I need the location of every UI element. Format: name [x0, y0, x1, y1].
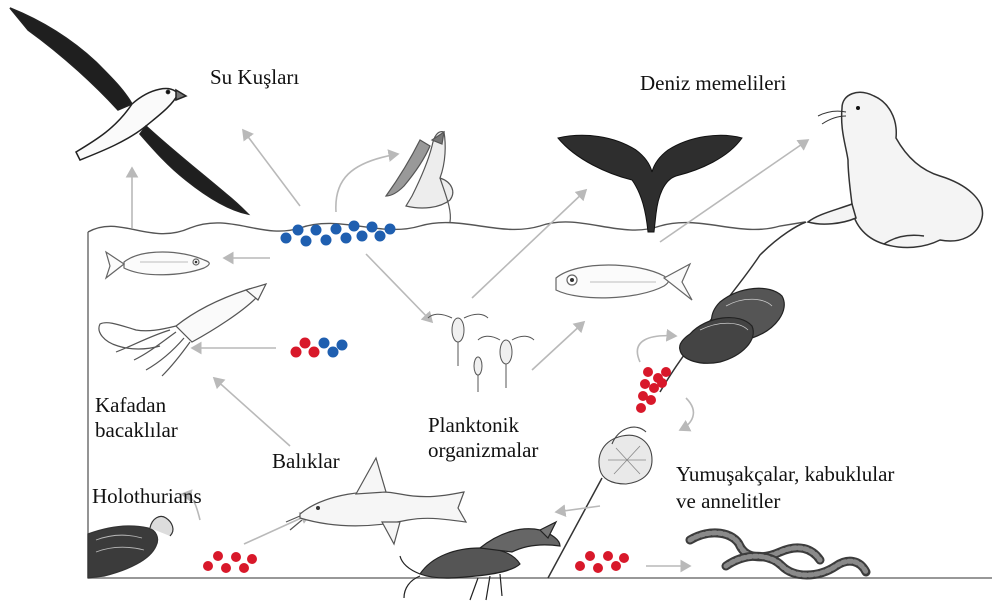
small-fish-icon	[556, 264, 692, 300]
holothurian-icon	[88, 516, 173, 578]
arrow	[243, 130, 300, 206]
label-plankton-line1: Planktonik	[428, 413, 519, 437]
arrow	[336, 154, 398, 212]
arrow	[637, 336, 676, 362]
arrow	[214, 378, 290, 446]
label-holothurians: Holothurians	[92, 484, 202, 508]
squid-icon	[99, 284, 266, 376]
label-plankton-line2: organizmalar	[428, 438, 538, 462]
arrow	[532, 322, 584, 370]
blue-particles	[281, 221, 396, 247]
small-fish-icon	[106, 252, 209, 278]
sea-lion-icon	[808, 92, 983, 247]
copepod-icon	[428, 314, 534, 392]
mussel-icon	[680, 288, 785, 363]
arrow	[680, 398, 693, 430]
label-seabirds: Su Kuşları	[210, 65, 299, 89]
label-cephalopods-line2: bacaklılar	[95, 418, 178, 442]
label-fish: Balıklar	[272, 449, 340, 473]
label-cephalopods-line1: Kafadan	[95, 393, 166, 417]
barnacle-icon	[599, 427, 652, 484]
diagonal-line	[548, 478, 602, 578]
label-marine-mammals: Deniz memelileri	[640, 71, 786, 95]
arrow	[366, 254, 432, 322]
albatross-icon	[10, 8, 248, 214]
whale-tail-icon	[558, 135, 742, 232]
gull-icon	[386, 132, 453, 222]
sea-surface-line	[88, 222, 805, 234]
label-invertebrates-line2: ve annelitler	[676, 489, 780, 513]
label-invertebrates-line1: Yumuşakçalar, kabuklular	[676, 462, 894, 486]
shrimp-icon	[400, 522, 560, 600]
worm-icon	[690, 533, 866, 575]
arrow	[556, 506, 600, 512]
mixed-particles	[291, 338, 348, 358]
